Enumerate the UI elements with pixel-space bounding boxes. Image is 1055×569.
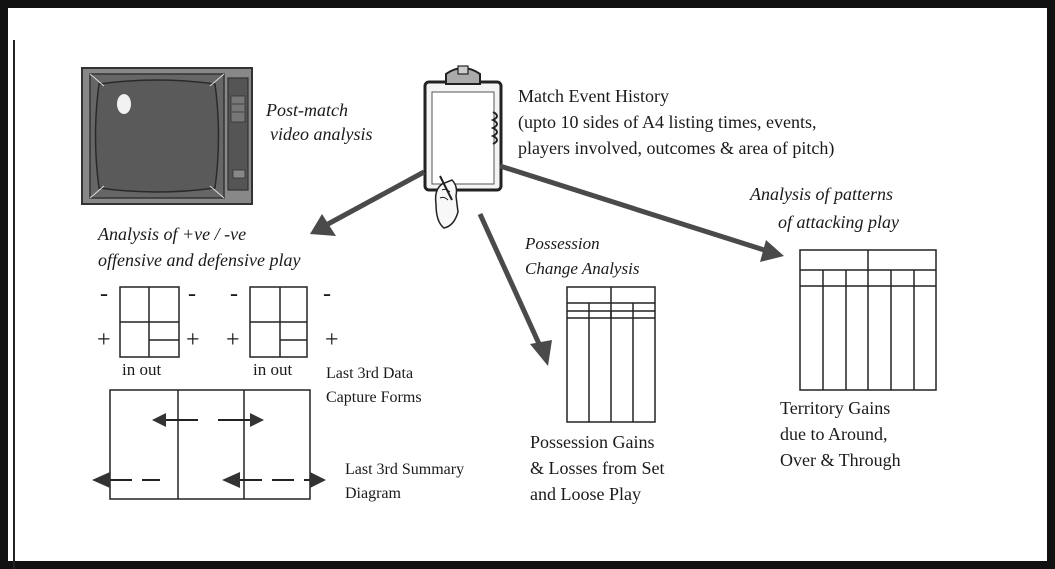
arrow-to-offdef [310, 169, 426, 236]
match-event-history-line-1: (upto 10 sides of A4 listing times, even… [518, 112, 817, 132]
capture-forms-label-2: Capture Forms [326, 389, 422, 406]
minus-sign: - [323, 281, 331, 307]
summary-diagram [92, 389, 326, 500]
video-analysis-label-2: video analysis [270, 124, 373, 144]
possession-gains-label-1: Possession Gains [530, 432, 655, 452]
television-icon [81, 67, 253, 205]
capture-form-grid-1 [119, 286, 180, 358]
minus-sign: - [100, 281, 108, 307]
territory-gains-label-2: due to Around, [780, 424, 888, 444]
territory-form [799, 249, 937, 391]
territory-gains-label-1: Territory Gains [780, 398, 891, 418]
writing-hand-icon [434, 175, 459, 229]
video-analysis-label-1: Post-match [266, 100, 348, 120]
plus-sign: + [97, 327, 111, 353]
attacking-analysis-label-2: of attacking play [778, 212, 899, 232]
capture-form-grid-2 [249, 286, 308, 358]
possession-analysis-label-2: Change Analysis [525, 259, 640, 278]
possession-analysis-label-1: Possession [525, 234, 600, 253]
summary-diagram-label-1: Last 3rd Summary [345, 461, 465, 478]
clipboard-icon [423, 65, 503, 192]
match-event-history-title: Match Event History [518, 86, 669, 106]
arrow-to-attacking [499, 163, 784, 262]
offdef-analysis-label-1: Analysis of +ve / -ve [98, 224, 247, 244]
in-out-label-2: in out [253, 360, 293, 379]
in-out-label-1: in out [122, 360, 162, 379]
plus-sign: + [325, 327, 339, 353]
minus-sign: - [188, 281, 196, 307]
possession-gains-label-3: and Loose Play [530, 484, 641, 504]
offdef-analysis-label-2: offensive and defensive play [98, 250, 301, 270]
arrow-to-possession [477, 212, 552, 366]
plus-sign: + [226, 327, 240, 353]
possession-gains-label-2: & Losses from Set [530, 458, 665, 478]
plus-sign: + [186, 327, 200, 353]
summary-diagram-label-2: Diagram [345, 485, 401, 502]
possession-form [566, 286, 656, 423]
minus-sign: - [230, 281, 238, 307]
match-event-history-line-2: players involved, outcomes & area of pit… [518, 138, 835, 158]
territory-gains-label-3: Over & Through [780, 450, 901, 470]
capture-forms-label-1: Last 3rd Data [326, 365, 414, 382]
attacking-analysis-label-1: Analysis of patterns [750, 184, 893, 204]
